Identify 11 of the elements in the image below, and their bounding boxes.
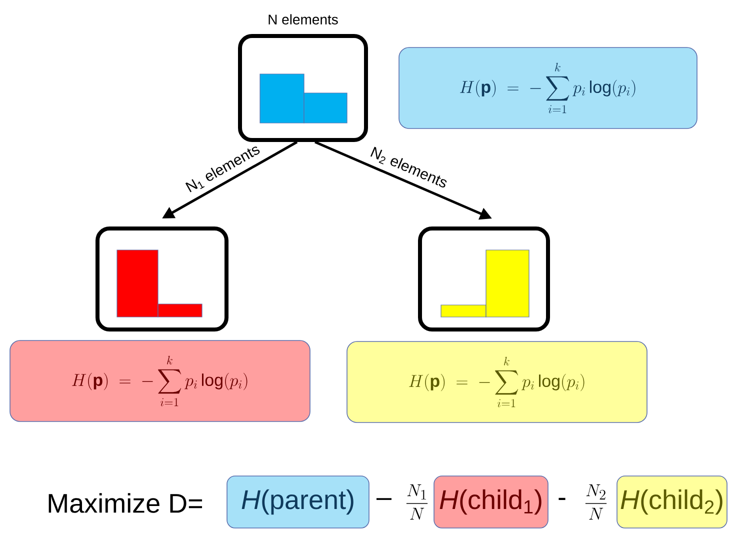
entropy-term-box: H(parent) (226, 476, 370, 528)
formula-label: Maximize D= (48, 493, 202, 513)
node-label: N elements (268, 14, 338, 24)
entropy-term-box: H(child$_{1}$) (434, 476, 548, 528)
entropy-formula-box: $H(\mathbf{p}) \;=\; -\sum_{i=1}^{k} p_i \log(p_i)$ (10, 340, 310, 422)
minus-sign: – (376, 498, 392, 500)
entropy-term-box: H(child$_{2}$) (616, 476, 728, 528)
minus-sign: - (558, 498, 566, 500)
entropy-formula-box: $H(\mathbf{p}) \;=\; -\sum_{i=1}^{k} p_i \log(p_i)$ (346, 341, 648, 423)
fraction: $\frac{N_2}{N}$ (585, 484, 607, 520)
entropy-formula-box: $H(\mathbf{p}) \;=\; -\sum_{i=1}^{k} p_i \log(p_i)$ (398, 47, 698, 129)
